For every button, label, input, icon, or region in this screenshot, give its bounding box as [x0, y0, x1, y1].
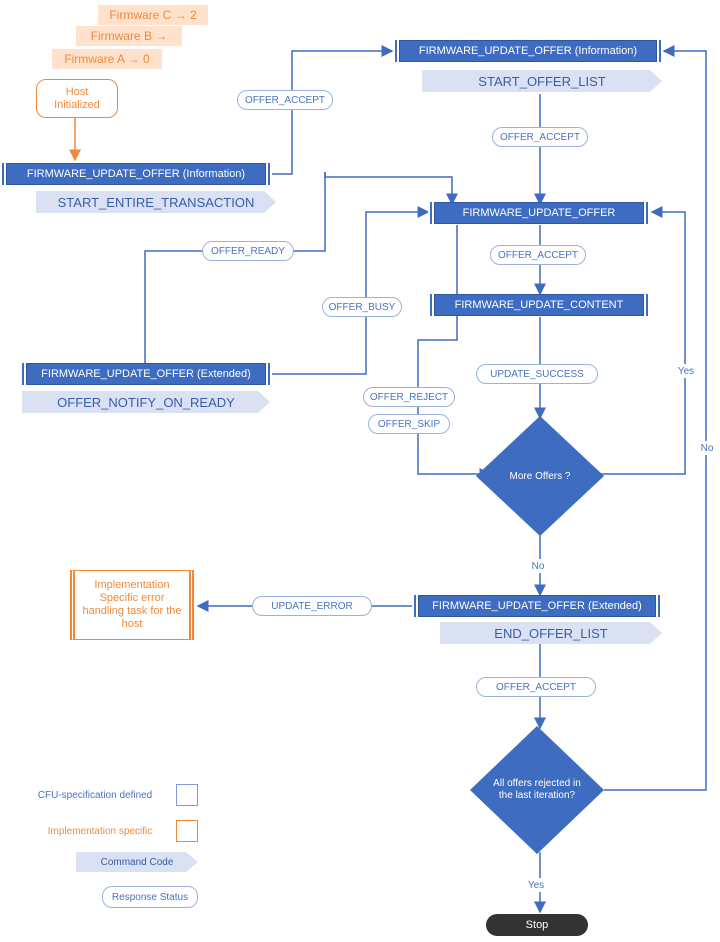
content-command: FIRMWARE_UPDATE_CONTENT	[428, 294, 650, 316]
all-rejected-decision	[470, 726, 604, 854]
legend-response-status: Response Status	[102, 886, 198, 908]
offer-accept-offer-status: OFFER_ACCEPT	[490, 245, 586, 265]
update-error-status: UPDATE_ERROR	[252, 596, 372, 616]
offer-info-entire-command: FIRMWARE_UPDATE_OFFER (Information)	[0, 163, 272, 185]
error-handling-task: Implementation Specific error handling t…	[70, 570, 194, 640]
more-offers-diamond	[476, 416, 604, 536]
all-rejected-diamond	[470, 726, 604, 854]
legend-impl-specific-label: Implementation specific	[47, 825, 153, 837]
legend-command-code: Command Code	[76, 852, 198, 872]
legend-cfu-defined-label: CFU-specification defined	[37, 789, 153, 801]
yes-loop-label: Yes	[674, 364, 698, 378]
no-down-label: No	[526, 559, 550, 573]
yes-down-label: Yes	[522, 878, 550, 892]
end-offer-list-code: END_OFFER_LIST	[440, 622, 662, 644]
host-initialized-label: Host Initialized	[54, 85, 100, 111]
more-offers-label: More Offers ?	[509, 470, 571, 482]
offer-skip-status: OFFER_SKIP	[368, 414, 450, 434]
offer-info-start-command: FIRMWARE_UPDATE_OFFER (Information)	[393, 40, 663, 62]
offer-notify-on-ready-code: OFFER_NOTIFY_ON_READY	[22, 391, 270, 413]
start-offer-list-code: START_OFFER_LIST	[422, 70, 662, 92]
firmware-b-item: Firmware B →	[76, 26, 182, 46]
stop-terminator: Stop	[486, 914, 588, 936]
error-handling-task-label: Implementation Specific error handling t…	[82, 579, 182, 630]
offer-extended-notify-command: FIRMWARE_UPDATE_OFFER (Extended)	[20, 363, 272, 385]
offer-accept-end-status: OFFER_ACCEPT	[476, 677, 596, 697]
legend-cfu-defined-swatch	[176, 784, 198, 806]
offer-reject-status: OFFER_REJECT	[363, 387, 455, 407]
more-offers-decision	[476, 416, 604, 536]
all-rejected-label: All offers rejected in the last iteratio…	[493, 778, 581, 801]
offer-busy-status: OFFER_BUSY	[322, 297, 402, 317]
firmware-c-item: Firmware C → 2	[98, 5, 208, 25]
no-loop-label: No	[696, 441, 718, 455]
legend-impl-specific-swatch	[176, 820, 198, 842]
start-entire-transaction-code: START_ENTIRE_TRANSACTION	[36, 191, 276, 213]
offer-extended-end-command: FIRMWARE_UPDATE_OFFER (Extended)	[412, 595, 662, 617]
firmware-a-item: Firmware A → 0	[52, 49, 162, 69]
offer-accept-entire-status: OFFER_ACCEPT	[237, 90, 333, 110]
offer-ready-status: OFFER_READY	[202, 241, 294, 261]
offer-accept-start-status: OFFER_ACCEPT	[492, 127, 588, 147]
host-initialized-node: Host Initialized	[36, 79, 118, 118]
offer-command: FIRMWARE_UPDATE_OFFER	[428, 202, 650, 224]
update-success-status: UPDATE_SUCCESS	[476, 364, 598, 384]
